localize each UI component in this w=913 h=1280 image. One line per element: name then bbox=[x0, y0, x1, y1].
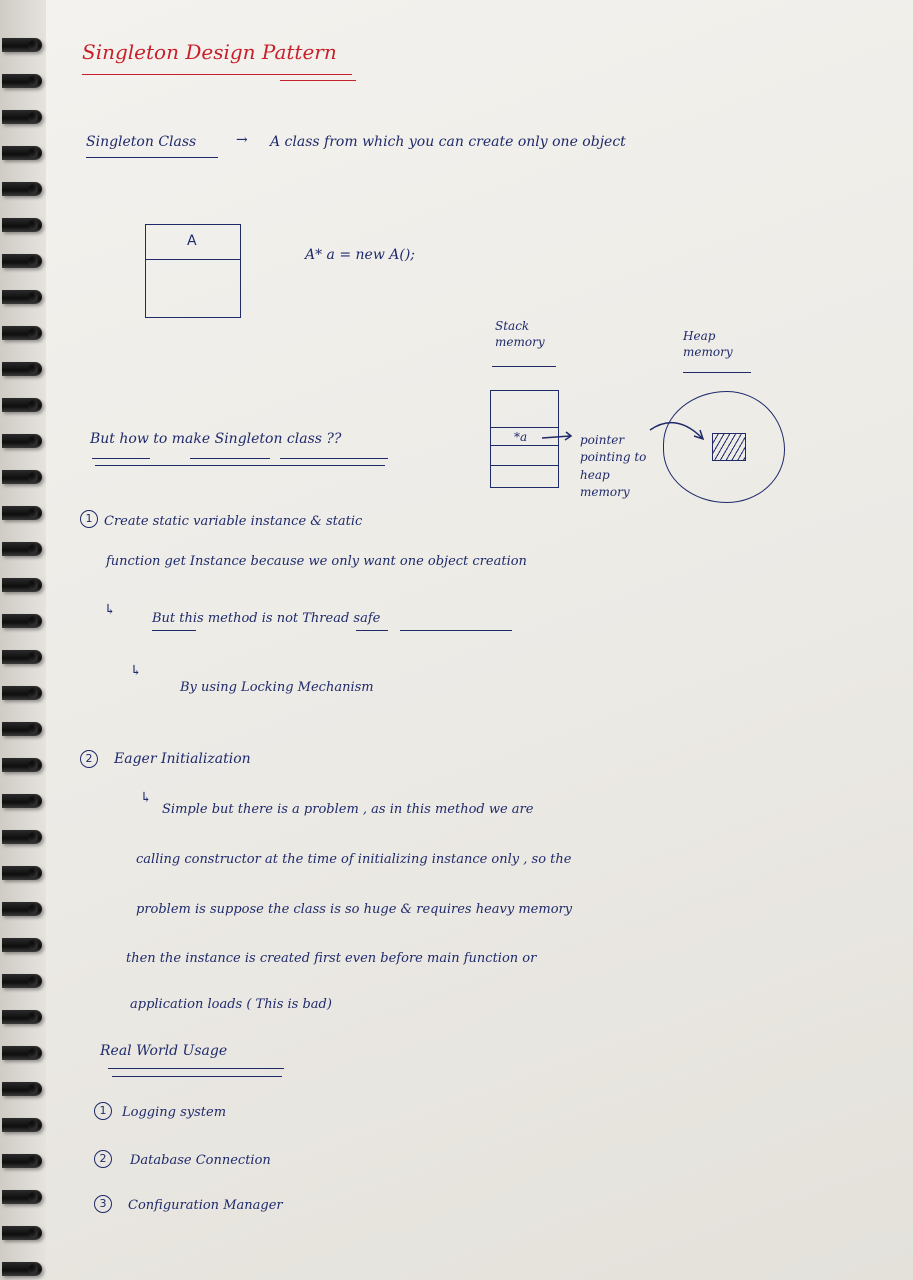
title-underline-2 bbox=[280, 80, 356, 81]
method-1-note-2: By using Locking Mechanism bbox=[180, 680, 374, 695]
arrow-glyph: ↳ bbox=[130, 663, 142, 679]
class-box bbox=[145, 224, 241, 318]
method-1-line-1: Create static variable instance & static bbox=[104, 514, 363, 529]
spiral-ring bbox=[2, 326, 42, 340]
heap-memory-blob bbox=[663, 391, 785, 503]
usage-item-config: Configuration Manager bbox=[128, 1198, 283, 1213]
spiral-ring bbox=[2, 578, 42, 592]
question-underline bbox=[280, 458, 388, 459]
spiral-ring bbox=[2, 506, 42, 520]
spiral-ring bbox=[2, 722, 42, 736]
spiral-ring bbox=[2, 1010, 42, 1024]
spiral-ring bbox=[2, 542, 42, 556]
spiral-ring bbox=[2, 110, 42, 124]
question-underline bbox=[190, 458, 270, 459]
spiral-ring bbox=[2, 218, 42, 232]
spiral-ring bbox=[2, 1262, 42, 1276]
definition-arrow: → bbox=[236, 132, 248, 148]
arrow-glyph: ↳ bbox=[140, 790, 152, 806]
spiral-ring bbox=[2, 254, 42, 268]
method-2-line-2: calling constructor at the time of initi… bbox=[136, 852, 572, 867]
method-2-line-5: application loads ( This is bad) bbox=[130, 997, 332, 1012]
arrowhead bbox=[564, 431, 573, 441]
method-2-line-3: problem is suppose the class is so huge … bbox=[136, 902, 573, 917]
stack-memory-box bbox=[490, 390, 559, 488]
stack-row-line bbox=[491, 427, 558, 428]
usage-number: 1 bbox=[94, 1102, 112, 1120]
spiral-ring bbox=[2, 434, 42, 448]
note-underline bbox=[356, 630, 388, 631]
heap-object bbox=[712, 433, 746, 461]
heap-label-underline bbox=[683, 372, 751, 373]
method-1-note-1: But this method is not Thread safe bbox=[152, 611, 381, 626]
stack-label: Stack memory bbox=[495, 319, 545, 350]
spiral-ring bbox=[2, 1190, 42, 1204]
usage-item-database: Database Connection bbox=[130, 1153, 271, 1168]
definition-underline bbox=[86, 157, 218, 158]
arrow-glyph: ↳ bbox=[104, 602, 116, 618]
spiral-ring bbox=[2, 1082, 42, 1096]
pointer-note: pointer pointing to heap memory bbox=[580, 433, 647, 500]
page-title: Singleton Design Pattern bbox=[82, 40, 337, 64]
stack-to-note-arrow bbox=[541, 435, 571, 439]
method-number: 2 bbox=[80, 750, 98, 768]
spiral-ring bbox=[2, 830, 42, 844]
stack-row-line bbox=[491, 465, 558, 466]
spiral-ring bbox=[2, 794, 42, 808]
spiral-ring bbox=[2, 686, 42, 700]
code-line: A* a = new A(); bbox=[305, 247, 416, 263]
title-underline bbox=[82, 74, 352, 75]
method-number: 1 bbox=[80, 510, 98, 528]
question-underline bbox=[92, 458, 150, 459]
usage-number: 3 bbox=[94, 1195, 112, 1213]
definition-text: A class from which you can create only o… bbox=[270, 134, 626, 150]
spiral-ring bbox=[2, 470, 42, 484]
question-underline bbox=[95, 465, 385, 466]
stack-label-underline bbox=[492, 366, 556, 367]
spiral-ring bbox=[2, 362, 42, 376]
spiral-ring bbox=[2, 974, 42, 988]
usage-title-underline bbox=[112, 1076, 282, 1077]
spiral-ring bbox=[2, 182, 42, 196]
stack-cell-pointer: *a bbox=[514, 430, 528, 444]
spiral-ring bbox=[2, 1046, 42, 1060]
arrowhead bbox=[693, 429, 705, 441]
class-box-divider bbox=[146, 259, 240, 260]
spiral-ring bbox=[2, 1226, 42, 1240]
usage-title: Real World Usage bbox=[100, 1043, 228, 1059]
spiral-ring bbox=[2, 758, 42, 772]
definition-term: Singleton Class bbox=[86, 134, 197, 150]
note-underline bbox=[400, 630, 512, 631]
spiral-ring bbox=[2, 290, 42, 304]
spiral-ring bbox=[2, 902, 42, 916]
spiral-ring bbox=[2, 146, 42, 160]
note-to-heap-arrow bbox=[649, 421, 703, 439]
spiral-ring bbox=[2, 614, 42, 628]
spiral-ring bbox=[2, 938, 42, 952]
method-2-line-1: Simple but there is a problem , as in th… bbox=[162, 802, 534, 817]
method-1-line-2: function get Instance because we only wa… bbox=[106, 554, 527, 569]
stack-row-line bbox=[491, 445, 558, 446]
heap-label: Heap memory bbox=[683, 329, 733, 360]
spiral-ring bbox=[2, 398, 42, 412]
spiral-ring bbox=[2, 74, 42, 88]
class-box-label: A bbox=[187, 233, 197, 249]
method-2-title: Eager Initialization bbox=[114, 751, 251, 767]
usage-number: 2 bbox=[94, 1150, 112, 1168]
method-2-line-4: then the instance is created first even … bbox=[126, 951, 537, 966]
note-underline bbox=[152, 630, 196, 631]
spiral-ring bbox=[2, 38, 42, 52]
spiral-ring bbox=[2, 1154, 42, 1168]
usage-title-underline bbox=[108, 1068, 284, 1069]
usage-item-logging: Logging system bbox=[122, 1105, 227, 1120]
spiral-ring bbox=[2, 866, 42, 880]
spiral-ring bbox=[2, 650, 42, 664]
question-text: But how to make Singleton class ?? bbox=[90, 431, 342, 447]
spiral-binding bbox=[0, 0, 46, 1280]
spiral-ring bbox=[2, 1118, 42, 1132]
